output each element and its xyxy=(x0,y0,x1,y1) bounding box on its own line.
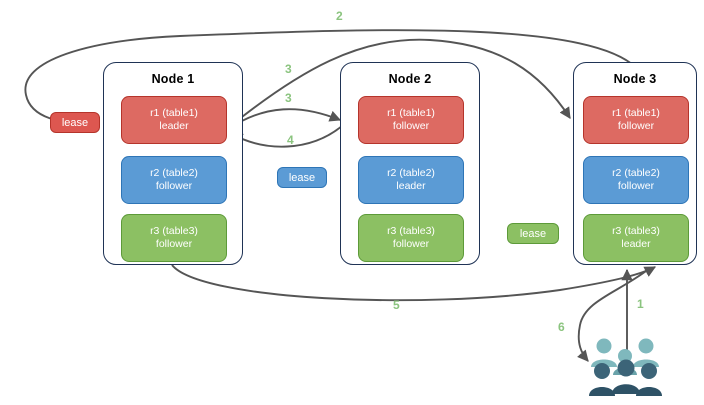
replica-name: r1 (table1) xyxy=(150,107,198,119)
step-label-5: 5 xyxy=(393,298,400,312)
replica-node2-r3[interactable]: r3 (table3) follower xyxy=(358,214,464,262)
node-container-2[interactable]: Node 2 r1 (table1) follower r2 (table2) … xyxy=(340,62,480,265)
node-title-2: Node 2 xyxy=(388,72,432,86)
step-label-6: 6 xyxy=(558,320,565,334)
arrow-step-6 xyxy=(576,267,651,362)
replica-role: leader xyxy=(396,180,426,192)
arrow-step-5 xyxy=(171,264,657,302)
replica-name: r2 (table2) xyxy=(612,167,660,179)
replica-role: follower xyxy=(617,180,655,192)
replica-name: r3 (table3) xyxy=(612,225,660,237)
lease-badge-green[interactable]: lease xyxy=(507,223,559,244)
step-label-1: 1 xyxy=(637,297,644,311)
node-container-1[interactable]: Node 1 r1 (table1) leader r2 (table2) fo… xyxy=(103,62,243,265)
step-label-2: 2 xyxy=(336,9,343,23)
replica-role: leader xyxy=(621,238,651,250)
replica-node1-r3[interactable]: r3 (table3) follower xyxy=(121,214,227,262)
replica-name: r2 (table2) xyxy=(387,167,435,179)
arrow-step-4 xyxy=(230,125,343,148)
lease-badge-red[interactable]: lease xyxy=(50,112,100,133)
replica-name: r1 (table1) xyxy=(612,107,660,119)
arrow-step-3-upper xyxy=(227,38,571,129)
replica-node1-r2[interactable]: r2 (table2) follower xyxy=(121,156,227,204)
replica-node3-r3[interactable]: r3 (table3) leader xyxy=(583,214,689,262)
replica-role: leader xyxy=(159,120,189,132)
step-label-3-upper: 3 xyxy=(285,62,292,76)
replica-node3-r2[interactable]: r2 (table2) follower xyxy=(583,156,689,204)
node-title-1: Node 1 xyxy=(151,72,195,86)
node-container-3[interactable]: Node 3 r1 (table1) follower r2 (table2) … xyxy=(573,62,697,265)
replica-name: r3 (table3) xyxy=(150,225,198,237)
replica-node3-r1[interactable]: r1 (table1) follower xyxy=(583,96,689,144)
step-label-4: 4 xyxy=(287,133,294,147)
replica-role: follower xyxy=(392,120,430,132)
replica-role: follower xyxy=(392,238,430,250)
arrow-step-2 xyxy=(24,29,641,130)
replica-node1-r1[interactable]: r1 (table1) leader xyxy=(121,96,227,144)
lease-badge-blue[interactable]: lease xyxy=(277,167,327,188)
replica-role: follower xyxy=(617,120,655,132)
replica-name: r3 (table3) xyxy=(387,225,435,237)
replica-name: r2 (table2) xyxy=(150,167,198,179)
replica-role: follower xyxy=(155,180,193,192)
step-label-3-lower: 3 xyxy=(285,91,292,105)
users-group-icon xyxy=(589,338,662,396)
replica-node2-r1[interactable]: r1 (table1) follower xyxy=(358,96,464,144)
replica-name: r1 (table1) xyxy=(387,107,435,119)
replica-role: follower xyxy=(155,238,193,250)
node-title-3: Node 3 xyxy=(613,72,657,86)
arrow-step-3-lower xyxy=(229,108,342,129)
replica-node2-r2[interactable]: r2 (table2) leader xyxy=(358,156,464,204)
